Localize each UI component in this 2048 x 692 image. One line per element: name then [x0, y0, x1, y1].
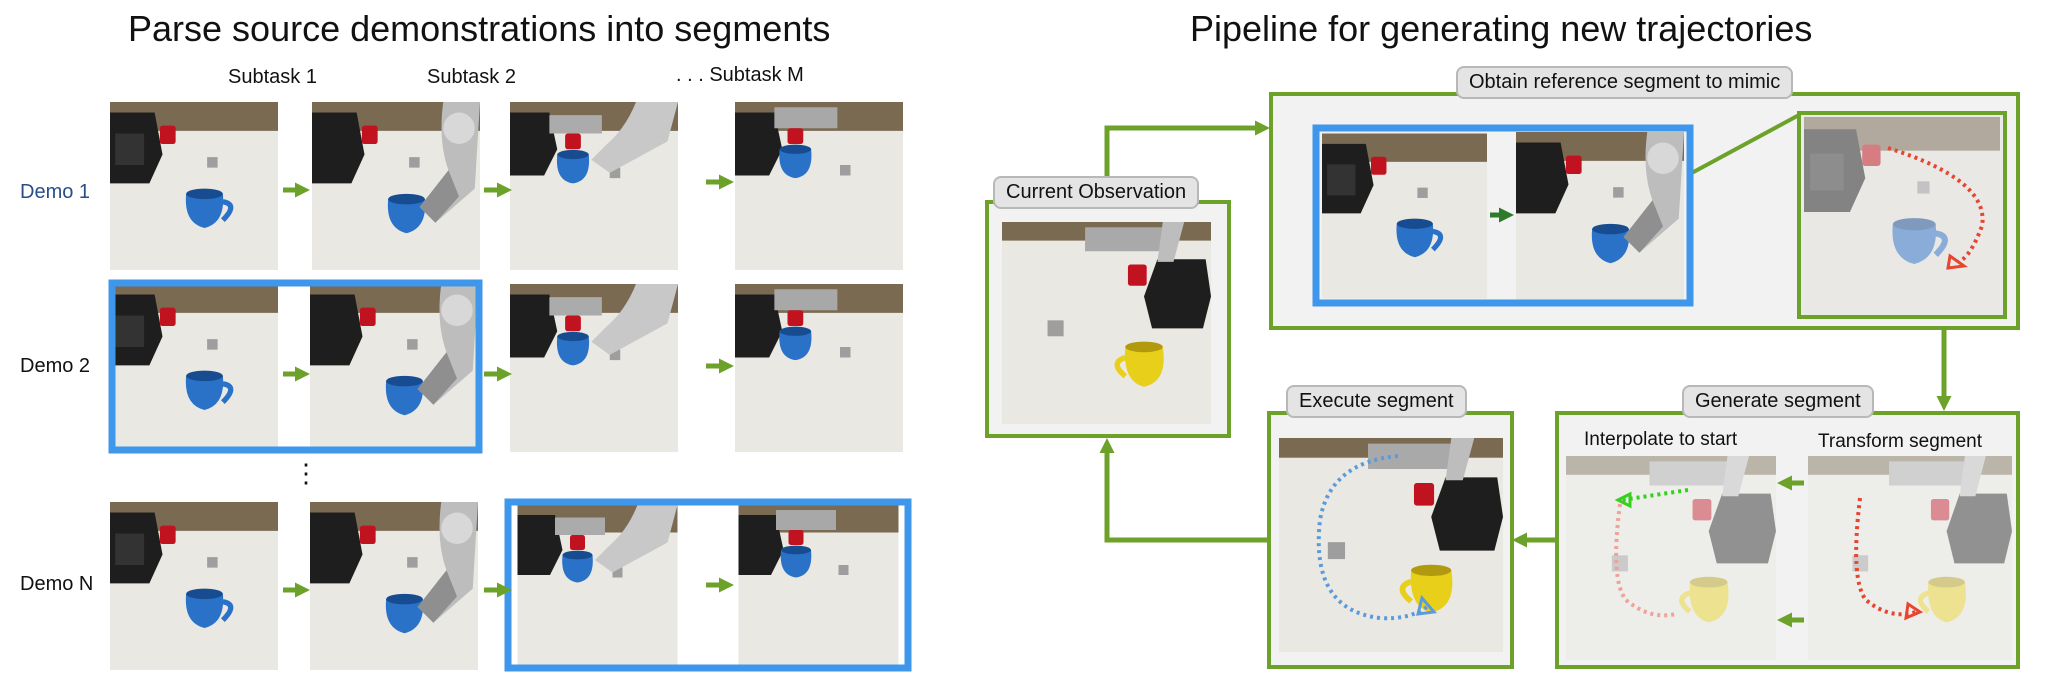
reference-trajectory-head [1946, 253, 1968, 270]
demo-1-label: Demo 1 [20, 181, 91, 203]
reference-connector-line [1687, 113, 1800, 177]
arrow-to-current [1099, 438, 1269, 543]
current-observation-tag: Current Observation [993, 176, 1200, 209]
obtain-reference-tag: Obtain reference segment to mimic [1456, 66, 1794, 99]
transform-red-trajectory [1854, 497, 1917, 617]
left-overlay [108, 174, 912, 672]
reference-segment-highlight [1312, 124, 1694, 307]
generate-segment-tag: Generate segment [1682, 385, 1874, 418]
reference-trajectory [1887, 146, 1985, 264]
subtask-2-label: Subtask 2 [427, 66, 516, 88]
transform-red-head [1904, 601, 1924, 621]
interpolate-green-trajectory [1621, 488, 1689, 502]
execute-trajectory [1316, 454, 1430, 621]
transform-segment-label: Transform segment [1818, 431, 1983, 452]
left-title: Parse source demonstrations into segment… [128, 8, 831, 49]
demo-2-label: Demo 2 [20, 355, 91, 377]
interpolate-red-trajectory [1614, 503, 1677, 618]
subtask-m-label: . . . Subtask M [676, 64, 804, 86]
execute-trajectory-head [1416, 594, 1437, 616]
ellipsis-vertical: ⋮ [293, 458, 319, 488]
execute-segment-tag: Execute segment [1286, 385, 1467, 418]
subtask-1-label: Subtask 1 [228, 66, 317, 88]
demo-2-segment-highlight [108, 279, 483, 454]
demo-n-label: Demo N [20, 573, 94, 595]
right-title: Pipeline for generating new trajectories [1190, 8, 1813, 49]
interpolate-green-head [1614, 491, 1632, 509]
interpolate-to-start-label: Interpolate to start [1584, 429, 1738, 450]
